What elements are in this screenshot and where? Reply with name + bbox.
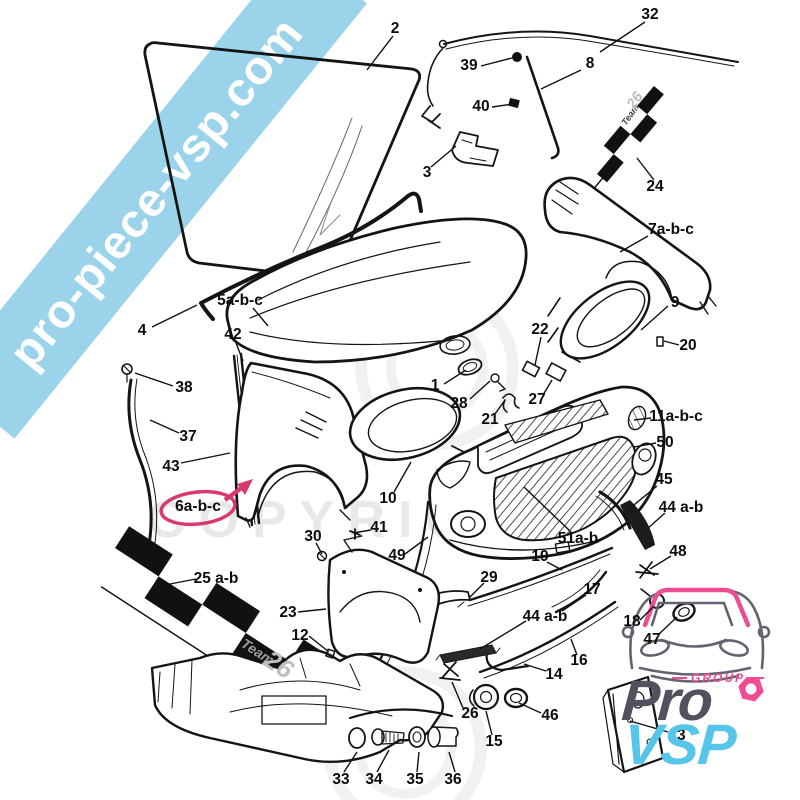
hood-part (225, 217, 528, 364)
right-fender-part (543, 176, 717, 315)
bolt-20 (656, 336, 664, 347)
front-bumper-part (428, 385, 666, 560)
left-fender-part (234, 361, 369, 528)
logo-group-text: GROUP (691, 671, 746, 685)
hinge-bracket-part (451, 131, 499, 167)
fastener-kit (348, 708, 459, 749)
logo-vsp-text: VSP (621, 713, 738, 777)
wheel-arch-liner-part (327, 535, 441, 664)
small-hardware-bottom (316, 528, 529, 711)
headlight-right-part (559, 280, 651, 360)
logo-car-art (621, 587, 771, 683)
side-strip-part (121, 363, 158, 564)
hood-cable-part (421, 30, 739, 129)
clip-and-grommet (640, 588, 696, 622)
trim-strips-right (419, 490, 659, 679)
radiator-support-part (602, 675, 665, 774)
logo-group-label: GROUP (672, 671, 764, 685)
leader-lines (134, 21, 680, 773)
lower-front-panel-part (150, 648, 445, 764)
highlight-6abc (159, 479, 253, 527)
headlight-left-part (348, 387, 462, 461)
headlight-bracket-lines (547, 297, 581, 363)
hood-seal-part (199, 191, 423, 321)
hood-rod-part (508, 52, 560, 160)
